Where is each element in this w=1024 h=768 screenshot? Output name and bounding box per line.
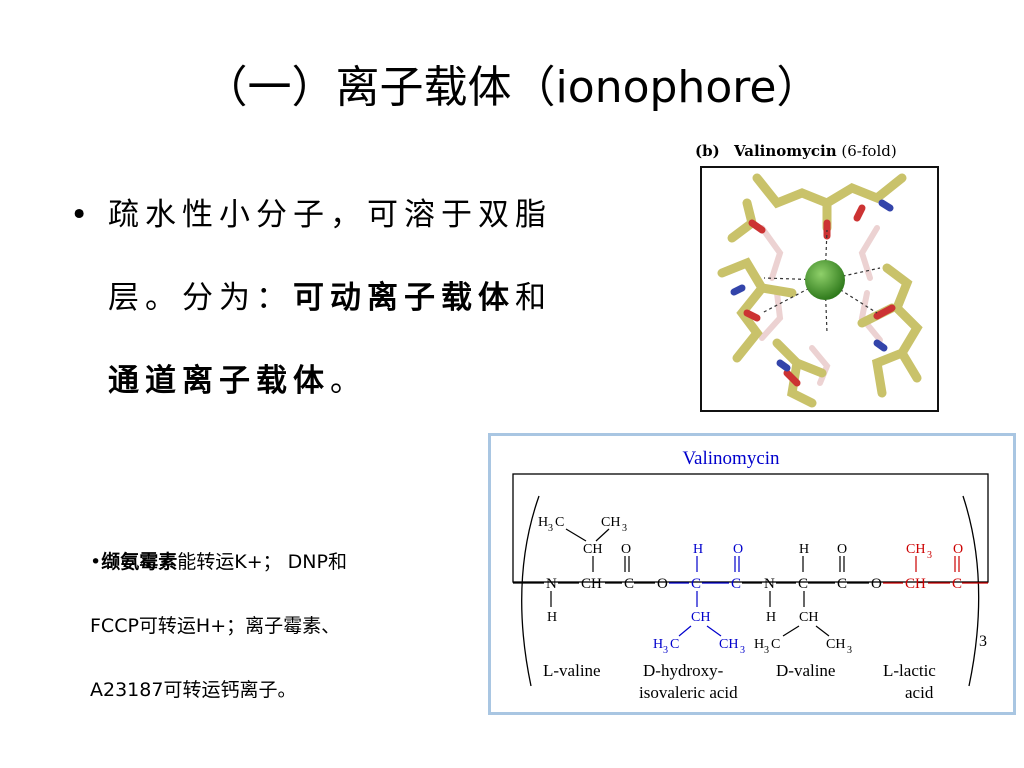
- svg-text:N: N: [764, 576, 775, 592]
- bullet-line-3: 通道离子载体。: [70, 358, 630, 404]
- bullet-text-1: 疏水性小分子，可溶于双脂: [108, 197, 552, 233]
- svg-text:O: O: [953, 542, 963, 557]
- svg-text:CH: CH: [799, 610, 818, 625]
- unit-label-l-lactic: L-lactic: [883, 661, 936, 680]
- main-bullet: • 疏水性小分子，可溶于双脂 层。分为：可动离子载体和 通道离子载体。: [70, 192, 630, 441]
- mobile-ionophore-term: 可动离子载体: [293, 280, 515, 316]
- svg-text:O: O: [837, 542, 847, 557]
- svg-text:H: H: [754, 637, 764, 652]
- svg-text:C: C: [555, 515, 564, 530]
- note-text-1: 能转运K+； DNP和: [177, 551, 347, 573]
- repeat-subscript: 3: [979, 633, 987, 650]
- valinomycin-structure: Valinomycin 3 N CH C O C C N C C O CH C: [488, 433, 1016, 715]
- valinomycin-3d-figure: [700, 166, 939, 412]
- svg-text:C: C: [771, 637, 780, 652]
- unit-label-d-hydroxy: D-hydroxy-: [643, 661, 724, 680]
- structure-svg: Valinomycin 3 N CH C O C C N C C O CH C: [512, 448, 989, 702]
- svg-text:CH: CH: [601, 515, 620, 530]
- svg-text:3: 3: [622, 523, 627, 534]
- svg-text:H: H: [547, 610, 557, 625]
- bullet-dot: •: [70, 197, 95, 233]
- svg-text:CH: CH: [691, 610, 710, 625]
- valinomycin-term: 缬氨霉素: [101, 551, 178, 573]
- svg-text:3: 3: [740, 645, 745, 656]
- slide-title: （一）离子载体（ionophore）: [203, 62, 821, 113]
- svg-text:H: H: [538, 515, 548, 530]
- svg-text:O: O: [733, 542, 743, 557]
- svg-text:O: O: [657, 576, 668, 592]
- svg-text:C: C: [952, 576, 962, 592]
- svg-text:C: C: [837, 576, 847, 592]
- unit-label-acid: acid: [905, 683, 934, 702]
- svg-text:CH: CH: [826, 637, 845, 652]
- potassium-ion: [805, 260, 845, 300]
- svg-text:O: O: [621, 542, 631, 557]
- svg-text:H: H: [799, 542, 809, 557]
- bullet-text-2-tail: 和: [515, 280, 552, 316]
- figure-b-fold: (6-fold): [841, 142, 897, 160]
- svg-text:H: H: [653, 637, 663, 652]
- unit-label-isovaleric: isovaleric acid: [639, 683, 738, 702]
- svg-text:O: O: [871, 576, 882, 592]
- note-line-3: A23187可转运钙离子。: [90, 679, 297, 701]
- figure-b-caption: (b) Valinomycin (6-fold): [695, 142, 897, 160]
- svg-text:3: 3: [764, 645, 769, 656]
- svg-text:C: C: [798, 576, 808, 592]
- svg-text:C: C: [731, 576, 741, 592]
- valinomycin-3d-svg: [717, 173, 923, 408]
- svg-text:N: N: [546, 576, 557, 592]
- examples-note: •缬氨霉素能转运K+； DNP和 FCCP可转运H+；离子霉素、 A23187可…: [90, 548, 450, 740]
- svg-text:3: 3: [663, 645, 668, 656]
- figure-b-title: Valinomycin: [734, 142, 837, 160]
- bullet-line-1: • 疏水性小分子，可溶于双脂: [70, 192, 630, 238]
- svg-text:3: 3: [927, 550, 932, 561]
- svg-text:3: 3: [548, 523, 553, 534]
- svg-text:CH: CH: [906, 542, 925, 557]
- svg-text:CH: CH: [581, 576, 602, 592]
- svg-text:3: 3: [847, 645, 852, 656]
- svg-text:CH: CH: [719, 637, 738, 652]
- bullet-text-3-tail: 。: [330, 363, 367, 399]
- structure-title: Valinomycin: [682, 448, 780, 469]
- svg-text:H: H: [693, 542, 703, 557]
- note-bullet: •: [90, 551, 102, 573]
- note-line-2: FCCP可转运H+；离子霉素、: [90, 615, 341, 637]
- unit-label-l-valine: L-valine: [543, 661, 601, 680]
- svg-text:C: C: [670, 637, 679, 652]
- figure-b-label: (b): [695, 142, 720, 160]
- svg-text:CH: CH: [905, 576, 926, 592]
- svg-text:H: H: [766, 610, 776, 625]
- channel-ionophore-term: 通道离子载体: [108, 363, 330, 399]
- bullet-line-2: 层。分为：可动离子载体和: [70, 275, 630, 321]
- svg-text:C: C: [624, 576, 634, 592]
- unit-label-d-valine: D-valine: [776, 661, 835, 680]
- bullet-text-2: 层。分为：: [108, 280, 293, 316]
- svg-text:C: C: [691, 576, 701, 592]
- svg-text:CH: CH: [583, 542, 602, 557]
- note-line-1: •缬氨霉素能转运K+； DNP和: [90, 548, 450, 576]
